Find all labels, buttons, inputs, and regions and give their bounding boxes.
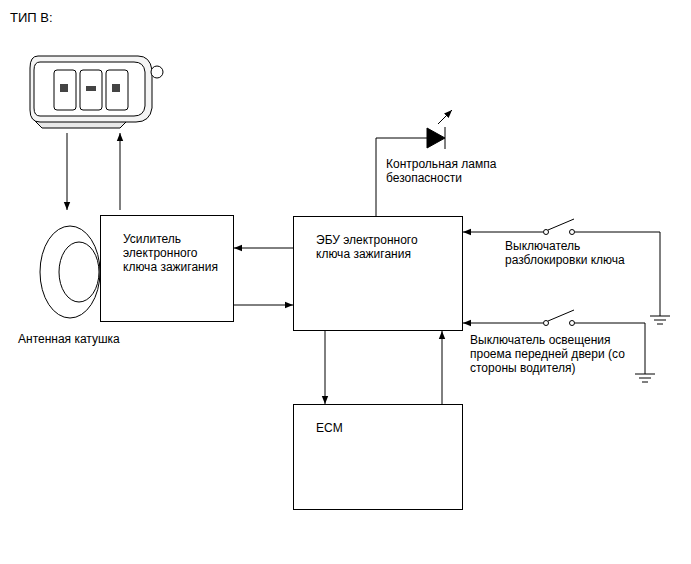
courtesy-switch xyxy=(463,310,655,382)
signal-connector xyxy=(234,248,293,249)
diagram-title: ТИП B: xyxy=(10,10,53,25)
box-text: ECM xyxy=(316,421,452,435)
amplifier-box: Усилитель электронного ключа зажигания xyxy=(100,215,234,322)
box-text: ЭБУ электронного ключа зажигания xyxy=(316,233,452,261)
label-text: Контрольная лампа безопасности xyxy=(386,157,496,185)
signal-arrow xyxy=(120,133,121,210)
ecm-box: ECM xyxy=(293,404,463,510)
key-fob xyxy=(30,56,163,128)
part-label: Выключатель освещения проема передней дв… xyxy=(470,333,630,375)
signal-connector xyxy=(325,331,326,404)
box-text: Усилитель электронного ключа зажигания xyxy=(123,232,223,274)
label-text: Антенная катушка xyxy=(18,332,120,346)
label-text: Выключатель разблокировки ключа xyxy=(505,239,625,267)
unlock-switch xyxy=(463,219,670,324)
signal-arrow xyxy=(67,133,68,210)
signal-connector xyxy=(442,331,443,404)
antenna-coil xyxy=(40,226,100,318)
part-label: Контрольная лампа безопасности xyxy=(386,157,506,185)
part-label: Антенная катушка xyxy=(18,332,178,346)
ecu-box: ЭБУ электронного ключа зажигания xyxy=(293,216,463,331)
label-text: Выключатель освещения проема передней дв… xyxy=(470,333,625,375)
part-label: Выключатель разблокировки ключа xyxy=(505,239,645,267)
signal-connector xyxy=(234,305,293,306)
title-text: ТИП B: xyxy=(10,10,53,25)
